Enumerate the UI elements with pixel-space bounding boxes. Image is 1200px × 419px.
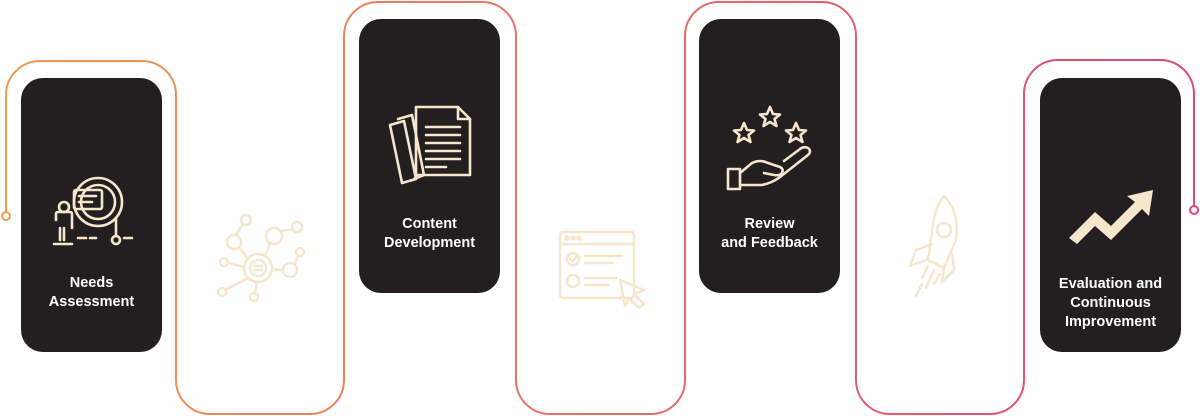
step-card-content-development: Content Development: [359, 19, 500, 293]
documents-icon: [359, 103, 500, 193]
step-label-needs-assessment: Needs Assessment: [48, 275, 135, 310]
trend-up-arrow-icon: [1040, 188, 1181, 248]
step-card-needs-assessment: Needs Assessment: [21, 78, 162, 352]
step-label-review-feedback: Review and Feedback: [721, 216, 818, 251]
browser-checklist-icon: [556, 228, 650, 315]
step-card-review-feedback: Review and Feedback: [699, 19, 840, 293]
path-end-dot: [1189, 205, 1199, 215]
needs-assessment-icon: [21, 174, 162, 248]
network-nodes-icon: [210, 212, 310, 309]
step-label-evaluation-improvement: Evaluation and Continuous Improvement: [1058, 276, 1163, 330]
stars-hand-icon: [699, 105, 840, 193]
step-label-content-development: Content Development: [383, 216, 476, 251]
step-card-evaluation-improvement: Evaluation and Continuous Improvement: [1040, 78, 1181, 352]
path-start-dot: [1, 211, 11, 221]
rocket-icon: [904, 192, 968, 309]
